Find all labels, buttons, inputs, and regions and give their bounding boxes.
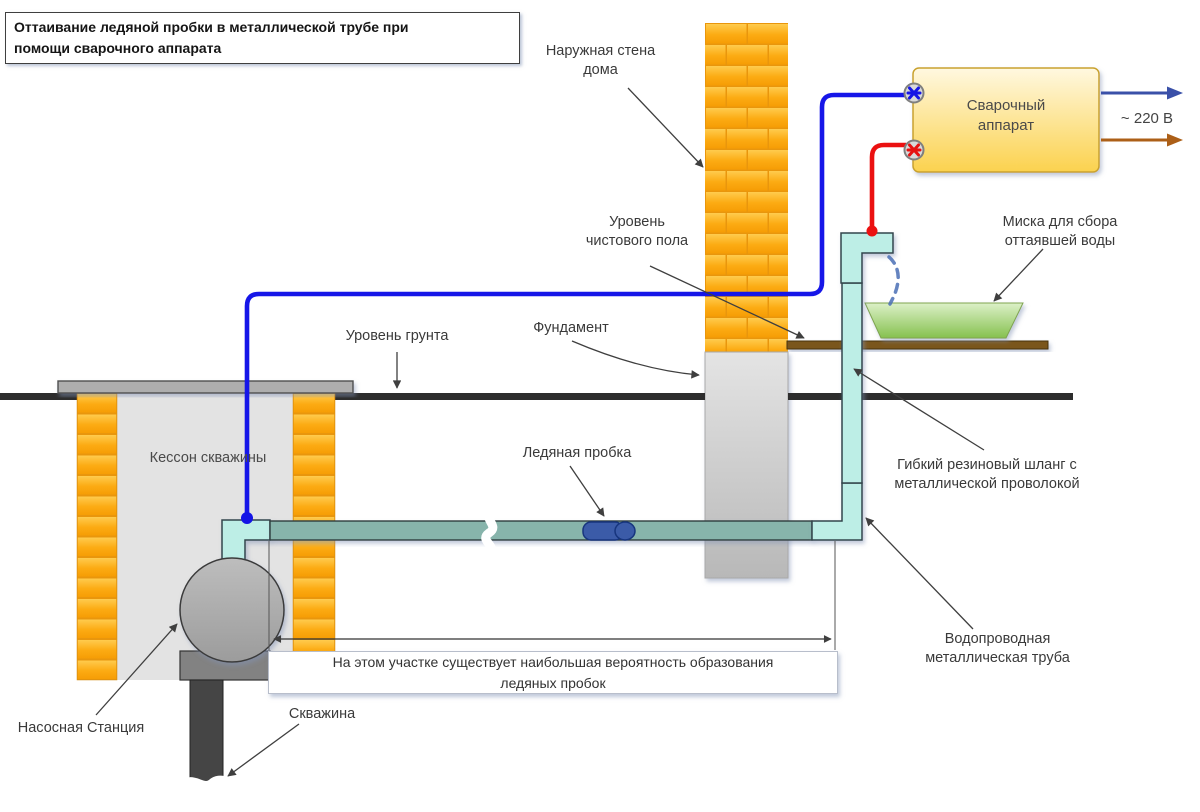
caisson-lid xyxy=(57,380,354,394)
dimension-group xyxy=(268,541,836,650)
foundation-arrow xyxy=(571,340,700,379)
floor-shelf xyxy=(786,340,1049,350)
ground-line xyxy=(0,393,1073,400)
blue-clamp-icon xyxy=(903,82,925,104)
welder-box xyxy=(912,67,1100,173)
foundation-label: Фундамент xyxy=(533,320,609,336)
well-arrow xyxy=(227,723,300,777)
brick-wall xyxy=(705,23,788,352)
floor-level-label: Уровень чистового пола xyxy=(585,214,689,250)
faucet-head xyxy=(840,232,894,284)
water-bowl xyxy=(864,302,1024,339)
pump-station xyxy=(179,557,285,663)
ice-plug xyxy=(582,521,636,541)
well-label: Скважина xyxy=(288,706,356,722)
leader-arrows xyxy=(95,87,1044,777)
water-pipe-horizontal xyxy=(269,520,813,541)
pipe-break-squiggle xyxy=(481,504,498,560)
red-cable-contact xyxy=(866,225,878,237)
ice-plug-label: Ледяная пробка xyxy=(522,445,632,461)
hose-arrow xyxy=(853,368,985,451)
phase-arrow-brown-icon xyxy=(1167,133,1183,147)
red-cable xyxy=(869,142,906,229)
pump-label: Насосная Станция xyxy=(17,720,145,736)
phase-arrow-blue-icon xyxy=(1167,86,1183,100)
diagram-title: Оттаивание ледяной пробки в металлическо… xyxy=(5,12,520,64)
well-break-squiggle xyxy=(175,773,241,796)
metal-pipe-label: Водопроводная металлическая труба xyxy=(925,631,1070,667)
foundation xyxy=(704,351,789,579)
metal-pipe-arrow xyxy=(865,517,974,630)
pump-arrow xyxy=(95,623,178,716)
wall-arrow xyxy=(627,87,704,168)
ice-plug-arrow xyxy=(569,465,605,517)
water-drops xyxy=(887,255,900,306)
power-label: ~ 220 В xyxy=(1120,110,1174,127)
red-clamp-icon xyxy=(903,139,925,161)
hose-riser-mid xyxy=(841,282,863,484)
caisson-label: Кессон скважины xyxy=(149,450,267,466)
power-output xyxy=(1101,86,1183,147)
pipe-elbow-right xyxy=(811,482,863,541)
welder-label: Сварочный аппарат xyxy=(966,97,1046,134)
ice-risk-note: На этом участке существует наибольшая ве… xyxy=(268,651,838,694)
wall-label: Наружная стена дома xyxy=(545,43,656,79)
blue-cable-contact xyxy=(241,512,253,524)
flexible-hose-riser xyxy=(811,232,894,541)
blue-cable xyxy=(244,92,907,517)
ground-level-label: Уровень грунта xyxy=(345,328,449,344)
well-pipe xyxy=(189,679,224,789)
bowl-label: Миска для сбора оттаявшей воды xyxy=(1002,214,1118,250)
caisson-wall-left xyxy=(76,392,118,681)
bowl-arrow xyxy=(993,248,1044,302)
hose-label: Гибкий резиновый шланг с металлической п… xyxy=(894,457,1080,493)
floor-level-arrow xyxy=(649,265,805,339)
